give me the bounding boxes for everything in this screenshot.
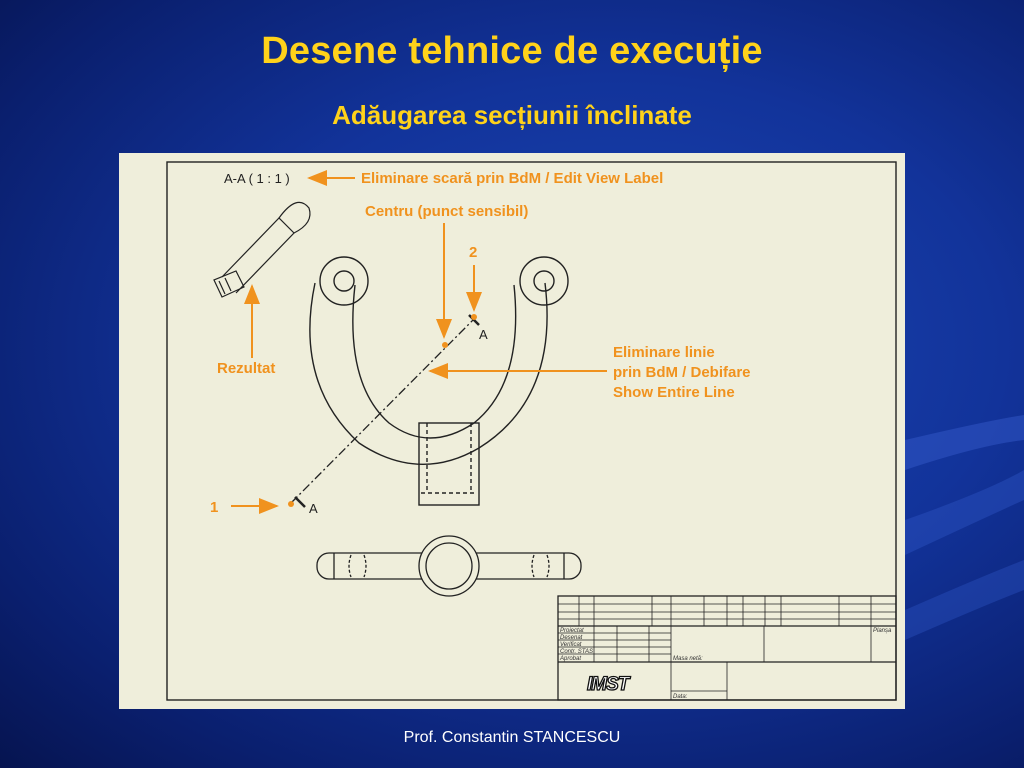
section-mark-bottom	[294, 496, 306, 508]
point-1-marker	[288, 501, 294, 507]
tb-aprobat: Aprobat	[559, 656, 581, 662]
scale-annotation: Eliminare scară prin BdM / Edit View Lab…	[361, 170, 663, 187]
tb-logo: IMST	[587, 674, 631, 695]
title-block	[557, 595, 897, 701]
u-bracket-part	[309, 256, 569, 506]
slide-subtitle: Adăugarea secțiunii înclinate	[332, 100, 692, 130]
line-annotation-1: Eliminare linie	[613, 344, 715, 361]
tb-plansa: Planșa	[873, 628, 892, 634]
tb-verificat: Verificat	[560, 642, 582, 648]
tb-masa-neta: Masa netă:	[673, 656, 703, 662]
sheet-frame	[166, 161, 897, 701]
point-1-label: 1	[210, 499, 218, 516]
section-line	[290, 318, 475, 504]
view-label: A-A ( 1 : 1 )	[224, 171, 290, 186]
slide-footer: Prof. Constantin STANCESCU	[403, 729, 621, 746]
result-annotation: Rezultat	[217, 360, 275, 377]
line-annotation-2: prin BdM / Debifare	[613, 364, 751, 381]
center-marker	[442, 342, 448, 348]
point-2-label: 2	[469, 244, 477, 261]
top-view-part	[316, 535, 582, 597]
drawing-canvas: A-A ( 1 : 1 ) Eliminare scară prin BdM /…	[166, 161, 897, 701]
section-result-pin	[213, 201, 311, 298]
section-letter-bottom: A	[309, 501, 318, 516]
line-annotation-3: Show Entire Line	[613, 384, 735, 401]
point-2-marker	[471, 314, 477, 320]
tb-projectat: Proiectat	[560, 628, 584, 634]
technical-drawing: A-A ( 1 : 1 ) Eliminare scară prin BdM /…	[119, 153, 905, 709]
section-letter-top: A	[479, 327, 488, 342]
tb-desenat: Desenat	[560, 635, 583, 641]
center-annotation: Centru (punct sensibil)	[365, 203, 528, 220]
tb-contr-stas: Contr. STAS	[560, 649, 593, 655]
slide-title: Desene tehnice de execuție	[261, 30, 763, 72]
tb-data: Data:	[673, 694, 688, 700]
